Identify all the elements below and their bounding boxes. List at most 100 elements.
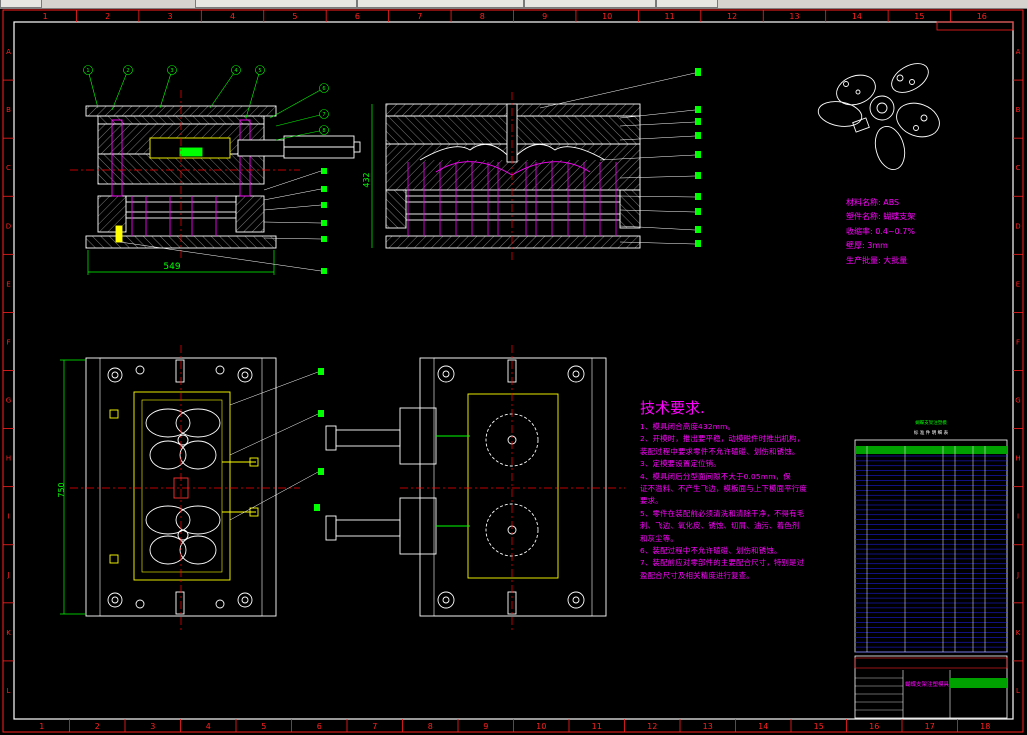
- drawing-name: 蝴蝶支架注塑模具: [905, 680, 950, 688]
- grid-row-label: F: [6, 338, 10, 346]
- grid-column-label: 14: [852, 12, 862, 21]
- grid-column-label: 5: [292, 12, 297, 21]
- grid-row-label: J: [6, 571, 9, 579]
- material-spec-line: 壁厚: 3mm: [846, 241, 888, 251]
- grid-column-label: 2: [95, 722, 100, 731]
- grid-column-label: 10: [536, 722, 546, 731]
- material-spec-line: 生产批量: 大批量: [846, 255, 908, 265]
- fixed-half-plan-view: [325, 345, 625, 630]
- side-section-view: [385, 92, 641, 260]
- material-spec: 材料名称: ABS 塑件名称: 蝴蝶支架 收缩率: 0.4~0.7% 壁厚: 3…: [846, 196, 915, 268]
- tech-requirement-line: 装配过程中要求零件不允许磕碰、划伤和锈蚀。: [640, 446, 800, 456]
- technical-requirements: 技术要求. 1、模具闭合高度432mm。 2、开模时，推出要平稳，动模脱件时推出…: [640, 397, 815, 582]
- grid-column-label: 6: [355, 12, 360, 21]
- grid-row-label: H: [6, 455, 11, 463]
- balloon-label: 6: [322, 86, 325, 92]
- technical-requirements-title: 技术要求.: [640, 399, 705, 417]
- toolbar-tab[interactable]: [0, 0, 42, 8]
- grid-row-label: E: [6, 280, 10, 288]
- grid-column-label: 3: [168, 12, 173, 21]
- toolbar-tab[interactable]: [195, 0, 357, 8]
- grid-row-label: B: [6, 106, 11, 114]
- grid-column-label: 17: [925, 722, 935, 731]
- grid-row-label: H: [1015, 455, 1020, 463]
- moving-half-plan-view: [70, 345, 300, 630]
- tech-requirement-line: 盈配合尺寸及相关精度进行复查。: [640, 570, 754, 580]
- side-view-ejector-pins: [407, 162, 617, 236]
- bom-header-band: [855, 446, 1007, 454]
- grid-row-label: K: [6, 629, 11, 637]
- grid-row-label: K: [1016, 629, 1021, 637]
- grid-row-label: F: [1016, 338, 1020, 346]
- toolbar-tab[interactable]: [524, 0, 656, 8]
- bom-frame: [854, 439, 1008, 653]
- grid-column-label: 3: [150, 722, 155, 731]
- grid-row-label: C: [1016, 164, 1021, 172]
- title-block-revision-row: [854, 657, 1008, 669]
- grid-row-label: B: [1016, 106, 1021, 114]
- grid-column-label: 11: [665, 12, 675, 21]
- toolbar-strip: [0, 0, 1027, 9]
- grid-row-label: I: [1017, 513, 1019, 521]
- balloon-label: 3: [170, 68, 173, 74]
- grid-column-label: 16: [977, 12, 987, 21]
- plan-dimension: [60, 359, 86, 615]
- grid-row-label: D: [1015, 222, 1020, 230]
- grid-row-label: D: [6, 222, 11, 230]
- balloon-label: 4: [234, 68, 237, 74]
- front-view-leader-markers: [321, 168, 327, 274]
- toolbar-tab[interactable]: [656, 0, 718, 8]
- front-view-balloons: [83, 65, 329, 141]
- grid-row-label: C: [6, 164, 11, 172]
- plan-leaders: [229, 371, 319, 521]
- title-block-name-cell: [950, 678, 1007, 688]
- grid-column-label: 15: [814, 722, 824, 731]
- product-isometric: [817, 63, 940, 171]
- grid-column-label: 14: [758, 722, 768, 731]
- grid-column-label: 18: [980, 722, 990, 731]
- grid-row-label: E: [1016, 280, 1020, 288]
- tech-requirement-line: 和灰尘等。: [640, 533, 678, 543]
- title-block: 蝴蝶支架注塑模具: [854, 655, 1008, 719]
- side-view-leader-markers: [695, 68, 701, 247]
- front-section-view: [70, 90, 361, 260]
- grid-column-label: 7: [417, 12, 422, 21]
- dimension-plan-height: 750: [57, 482, 66, 497]
- grid-row-label: I: [7, 513, 9, 521]
- grid-column-label: 4: [230, 12, 235, 21]
- dimension-side-height: 432: [362, 172, 371, 187]
- grid-row-label: J: [1016, 571, 1019, 579]
- grid-column-label: 6: [317, 722, 322, 731]
- grid-column-label: 2: [105, 12, 110, 21]
- grid-column-label: 11: [592, 722, 602, 731]
- tech-requirement-line: 要求。: [640, 496, 663, 506]
- grid-column-label: 9: [483, 722, 488, 731]
- front-view-leaders: [119, 170, 322, 272]
- grid-column-label: 16: [869, 722, 879, 731]
- balloon-label: 5: [258, 68, 261, 74]
- grid-row-label: A: [1016, 48, 1021, 56]
- tech-requirement-line: 2、开模时，推出要平稳，动模脱件时推出机构，: [640, 434, 805, 444]
- grid-column-label: 9: [542, 12, 547, 21]
- tech-requirement-line: 刺、飞边、氧化皮、锈蚀、切屑、油污、着色剂: [640, 521, 800, 531]
- grid-row-label: A: [6, 48, 11, 56]
- balloon-label: 7: [322, 112, 325, 118]
- dimension-front-width: 549: [163, 262, 180, 272]
- side-view-leaders: [539, 72, 696, 245]
- grid-row-label: G: [6, 397, 11, 405]
- grid-column-label: 5: [261, 722, 266, 731]
- grid-column-label: 7: [372, 722, 377, 731]
- grid-row-label: L: [1016, 687, 1020, 695]
- grid-column-label: 12: [727, 12, 737, 21]
- grid-column-label: 10: [602, 12, 612, 21]
- grid-column-label: 4: [206, 722, 211, 731]
- toolbar-tab[interactable]: [357, 0, 524, 8]
- bom-subheading: 标 准 件 明 细 表: [914, 429, 949, 436]
- tech-requirement-line: 6、装配过程中不允许磕碰、划伤和锈蚀。: [640, 546, 782, 556]
- tech-requirement-line: 4、模具闭后分型面间隙不大于0.05mm，保: [640, 471, 791, 481]
